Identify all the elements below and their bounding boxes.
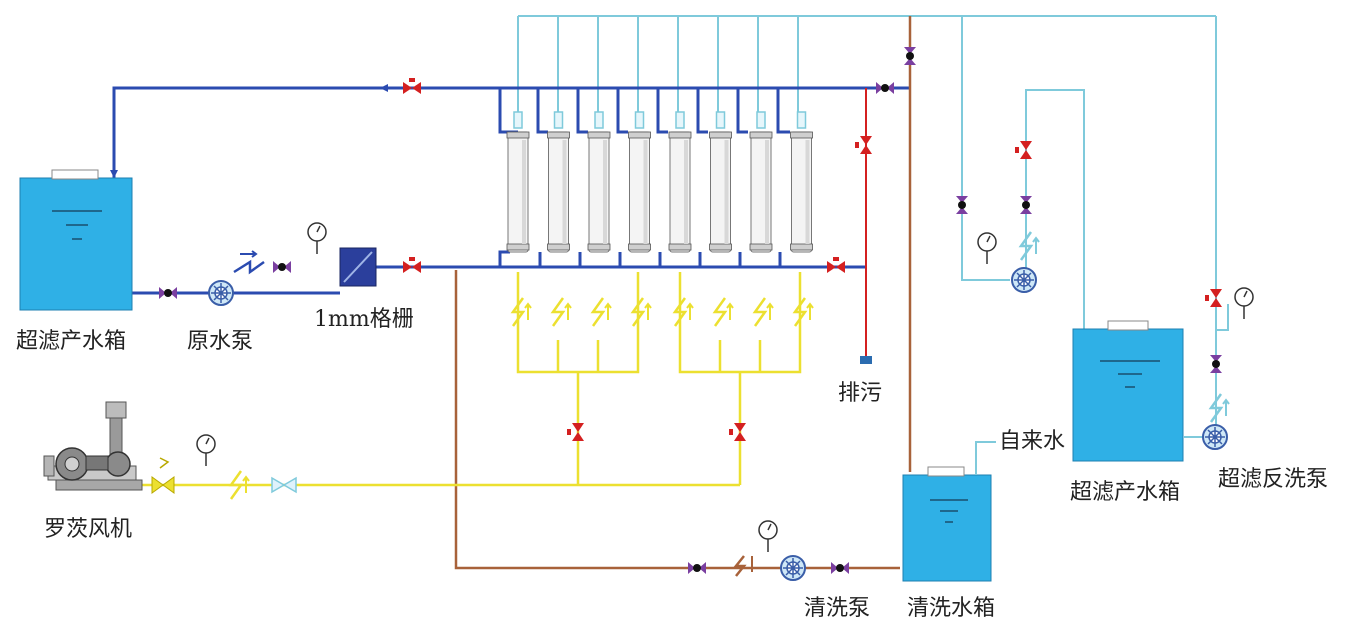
air-valve-right-icon <box>729 423 746 441</box>
raw-pressure-gauge-icon <box>307 222 327 255</box>
screen-filter <box>339 247 377 287</box>
roots-blower-label: 罗茨风机 <box>44 517 133 542</box>
tap-water-label: 自来水 <box>999 429 1066 454</box>
blower-line-valve-icon <box>271 476 297 494</box>
wash-pump-icon <box>780 555 806 581</box>
air-lines <box>130 272 802 487</box>
wash-tank-label: 清洗水箱 <box>907 596 996 621</box>
backwash-check-valve-icon <box>1209 392 1231 424</box>
circ-pump-inlet-valve-icon <box>1020 196 1032 214</box>
uf-product-tank <box>1072 320 1184 462</box>
uf-membrane-module <box>749 111 773 253</box>
wash-pressure-gauge-icon <box>758 520 778 553</box>
drain-valve-icon <box>855 136 872 154</box>
drain-outlet <box>860 356 872 364</box>
drain-label: 排污 <box>838 381 883 406</box>
screen-label: 1mm格栅 <box>314 307 414 332</box>
concentrate-valve-icon <box>827 257 845 273</box>
raw-tank-outlet-valve-icon <box>159 287 177 299</box>
uf-membrane-module <box>506 111 530 253</box>
uf-inlet-valve-icon <box>1015 141 1032 159</box>
uf-membrane-module <box>668 111 692 253</box>
raw-water-tank <box>19 169 133 311</box>
circulation-pump-icon <box>1011 267 1037 293</box>
tap-water-line <box>975 441 996 475</box>
circ-check-valve-icon <box>1019 230 1041 262</box>
top-header-valve-icon <box>876 82 894 94</box>
uf-tank-label: 超滤产水箱 <box>1070 480 1181 505</box>
feed-inlet-valve-icon <box>403 257 421 273</box>
feed-return-valve-icon <box>403 78 421 94</box>
uf-membrane-module <box>709 111 732 253</box>
product-branch-valve-icon <box>956 196 968 214</box>
wash-water-tank <box>902 466 992 582</box>
wash-line-valve-icon <box>688 562 706 574</box>
air-valve-left-icon <box>567 423 584 441</box>
wash-tank-outlet-valve-icon <box>831 562 849 574</box>
backwash-pump-icon <box>1202 424 1228 450</box>
wash-riser-valve-icon <box>904 47 916 65</box>
uf-membrane-modules <box>506 111 813 253</box>
wash-pump-label: 清洗泵 <box>804 596 871 621</box>
wash-check-valve-icon <box>733 555 753 577</box>
backwash-pump-label: 超滤反洗泵 <box>1218 467 1329 492</box>
circ-pressure-gauge-icon <box>977 232 997 265</box>
raw-tank-label: 超滤产水箱 <box>16 329 127 354</box>
feed-water-lines <box>112 86 910 295</box>
raw-pump-label: 原水泵 <box>187 329 254 354</box>
blower-pressure-gauge-icon <box>196 434 216 467</box>
backwash-valve-icon <box>1205 289 1222 307</box>
uf-membrane-module <box>790 111 813 253</box>
raw-pump-outlet-valve-icon <box>273 261 291 273</box>
backwash-outlet-valve-icon <box>1210 355 1222 373</box>
uf-membrane-module <box>628 111 651 253</box>
roots-blower-icon <box>43 401 143 491</box>
uf-membrane-module <box>587 111 611 253</box>
raw-check-valve-icon <box>233 250 265 275</box>
uf-membrane-module <box>547 111 570 253</box>
blower-safety-valve-icon <box>151 457 175 494</box>
raw-pump-icon <box>208 280 234 306</box>
backwash-pressure-gauge-icon <box>1234 287 1254 320</box>
